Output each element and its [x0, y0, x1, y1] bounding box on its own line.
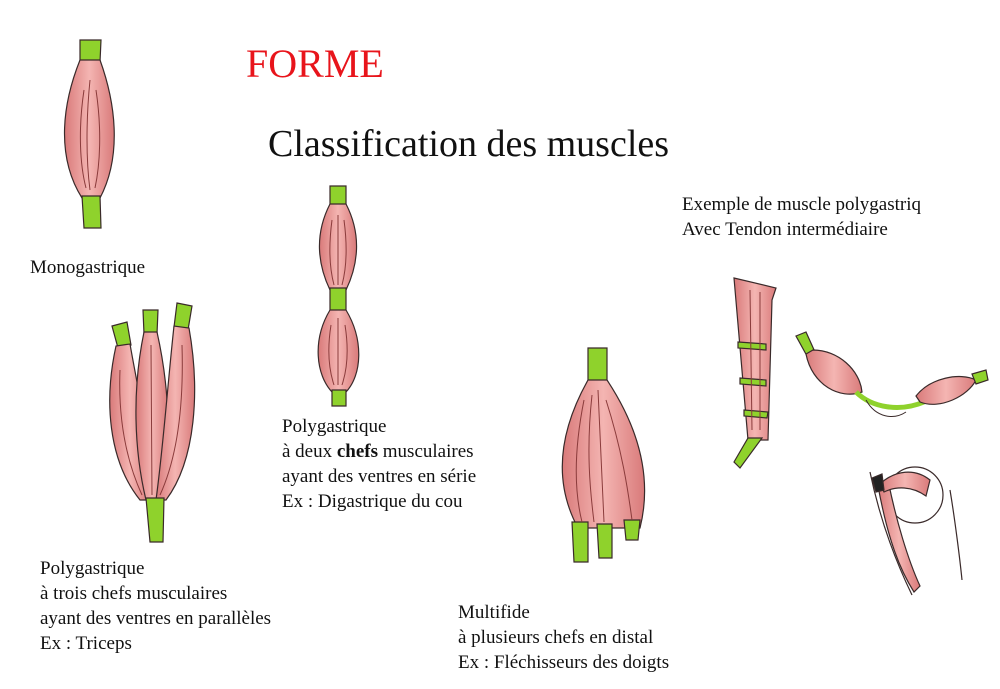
label-multifide: Multifide à plusieurs chefs en distal Ex…: [458, 600, 669, 675]
label-line: ayant des ventres en parallèles: [40, 608, 272, 629]
label-text: à deux: [282, 441, 337, 462]
label-monogastrique: Monogastrique: [30, 257, 146, 278]
label-line: à plusieurs chefs en distal: [458, 627, 654, 648]
polygastric-intermediate-tendon-illustration: [733, 277, 777, 469]
digastric-muscle-illustration: [317, 185, 360, 407]
page-title: Classification des muscles: [268, 123, 670, 165]
heading-forme: FORME: [246, 41, 384, 86]
triceps-muscle-illustration: [109, 302, 196, 543]
label-line: Exemple de muscle polygastriq: [682, 194, 922, 215]
label-line: ayant des ventres en série: [282, 466, 477, 487]
label-bold-text: chefs: [336, 441, 379, 462]
pulley-muscle-illustration: [869, 466, 963, 596]
label-line: à trois chefs musculaires: [40, 583, 228, 604]
monogastric-muscle-illustration: [63, 39, 115, 229]
label-line: Avec Tendon intermédiaire: [682, 219, 888, 240]
label-example: Exemple de muscle polygastriq Avec Tendo…: [682, 192, 1000, 242]
label-line: Ex : Triceps: [40, 633, 132, 654]
label-line: Ex : Digastrique du cou: [282, 491, 463, 512]
label-text: musculaires: [378, 441, 474, 462]
label-digastric: Polygastrique à deux chefs musculaires a…: [282, 414, 476, 514]
label-line: Multifide: [458, 602, 530, 623]
label-line: à deux chefs musculaires: [282, 439, 476, 464]
multifid-muscle-illustration: [561, 347, 646, 563]
label-line: Polygastrique: [40, 558, 145, 579]
label-triceps: Polygastrique à trois chefs musculaires …: [40, 556, 271, 656]
label-line: Ex : Fléchisseurs des doigts: [458, 652, 670, 673]
digastric-sling-illustration: [795, 331, 989, 417]
label-line: Polygastrique: [282, 416, 387, 437]
